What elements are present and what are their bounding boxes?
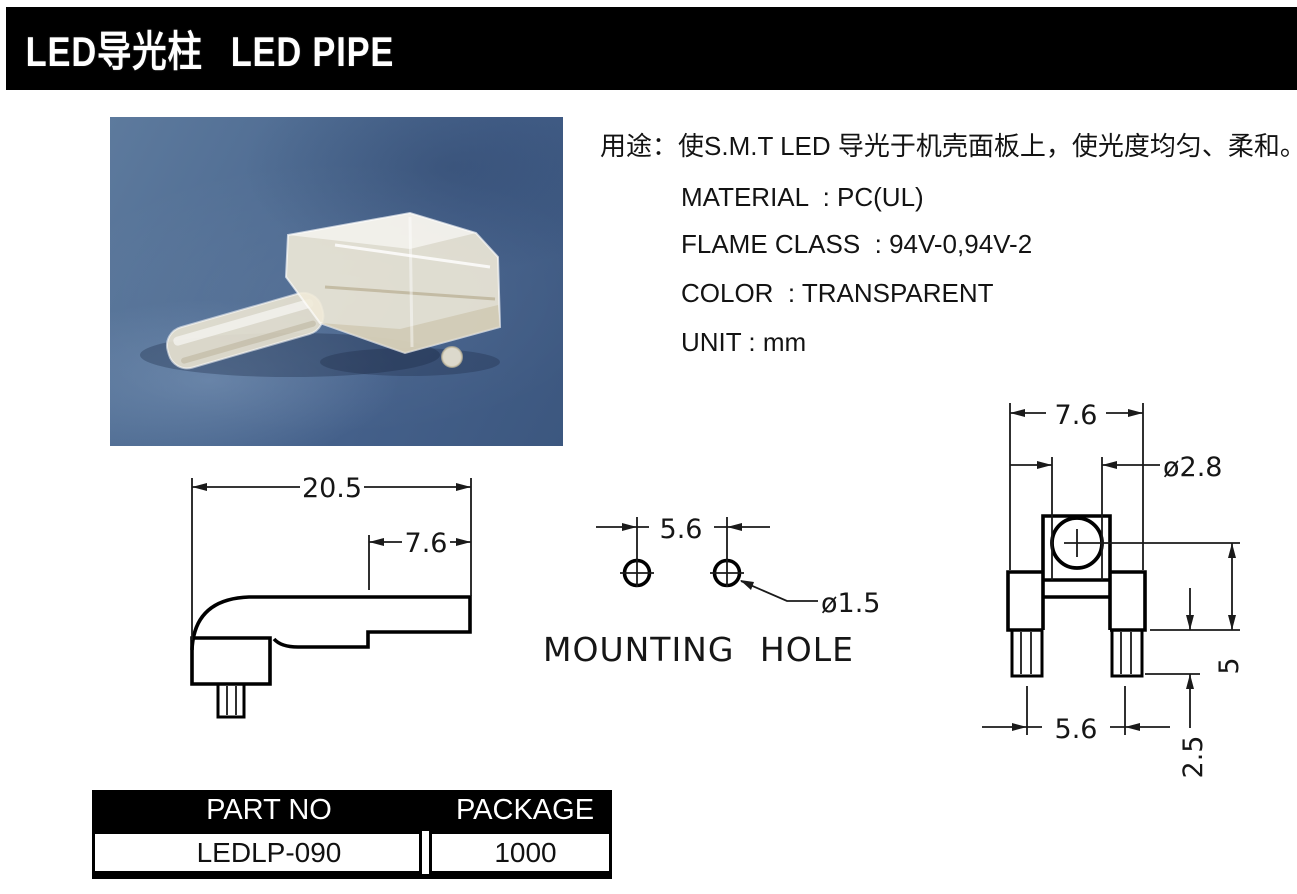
title-bar: LED导光柱 LED PIPE: [6, 7, 1297, 90]
spec-material: MATERIAL : PC(UL): [681, 182, 924, 212]
page-title-chinese: LED导光柱: [25, 28, 203, 75]
mounting-hole-drawing: 5.6 ø1.5 MOUNTING HOLE: [543, 514, 880, 669]
part-table: PART NO PACKAGE LEDLP-090 1000: [92, 790, 612, 879]
spec-unit: UNIT : mm: [681, 327, 807, 357]
front-view-drawing: 7.6 ø2.8 5 2.5 5.6: [982, 400, 1245, 778]
page-title-english: LED PIPE: [230, 28, 395, 75]
mounting-hole-caption: MOUNTING HOLE: [543, 630, 854, 669]
product-photo: [110, 117, 563, 446]
dim-height-to-center: 5: [1214, 657, 1245, 674]
product-photo-part: [140, 211, 502, 377]
page-title: LED导光柱 LED PIPE: [6, 18, 394, 79]
package-value: 1000: [429, 831, 612, 874]
dim-hole-pitch: 5.6: [660, 514, 703, 545]
usage-description: 用途：使S.M.T LED 导光于机壳面板上，使光度均匀、柔和。: [600, 131, 1297, 161]
side-view-drawing: 20.5 7.6: [190, 473, 472, 719]
dim-pin-pitch: 5.6: [1055, 714, 1098, 745]
spec-flame-class: FLAME CLASS : 94V-0,94V-2: [681, 229, 1033, 259]
dim-pin-length: 2.5: [1178, 736, 1209, 779]
spec-color: COLOR : TRANSPARENT: [681, 278, 994, 308]
part-no-value: LEDLP-090: [92, 831, 422, 874]
dim-pipe-diameter: ø2.8: [1163, 452, 1222, 483]
column-header-part-no: PART NO: [206, 794, 332, 826]
table-bottom-border: [92, 874, 612, 879]
column-header-package: PACKAGE: [455, 794, 595, 826]
dim-side-tip: 7.6: [405, 528, 448, 559]
part-table-header: PART NO PACKAGE: [92, 790, 612, 831]
dim-side-overall: 20.5: [302, 473, 362, 504]
dim-hole-diameter: ø1.5: [821, 588, 880, 619]
dim-front-width: 7.6: [1055, 400, 1098, 431]
